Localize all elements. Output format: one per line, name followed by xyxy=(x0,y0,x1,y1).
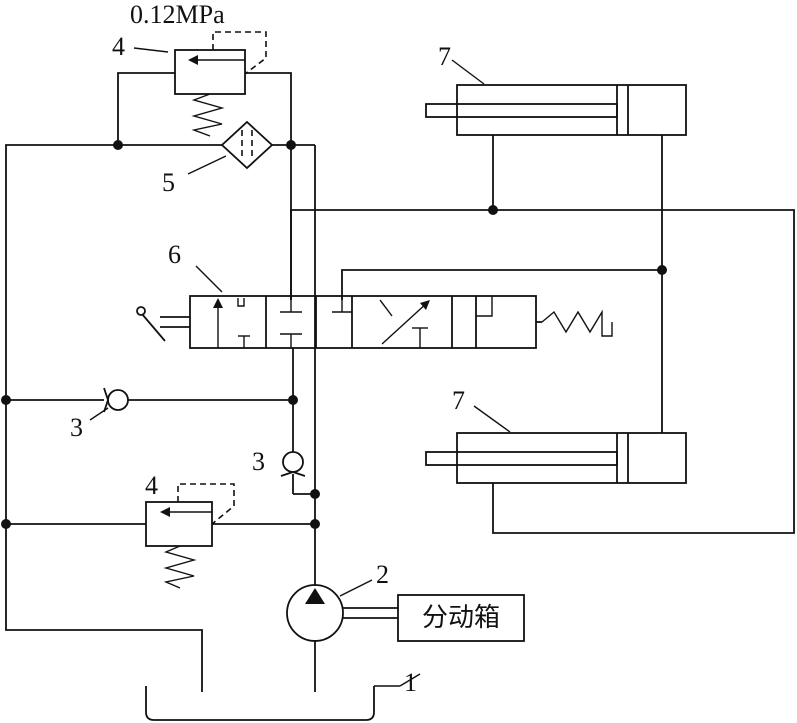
junction-dots xyxy=(1,140,667,529)
pipe-network xyxy=(5,72,795,692)
relief-valve-bottom xyxy=(145,483,235,589)
callout-directional-valve: 6 xyxy=(168,240,181,269)
pressure-label: 0.12MPa xyxy=(130,0,225,29)
callout-check-valve-left: 3 xyxy=(70,413,83,442)
gearbox-label: 分动箱 xyxy=(422,603,500,633)
callout-relief-valve-top: 4 xyxy=(112,32,125,61)
directional-valve xyxy=(136,265,613,349)
callout-pump: 2 xyxy=(376,560,389,589)
filter xyxy=(187,120,274,175)
relief-valve-top xyxy=(133,31,267,137)
check-valve-left xyxy=(89,387,129,421)
callout-check-valve-right: 3 xyxy=(252,447,265,476)
callout-filter: 5 xyxy=(162,168,175,197)
reservoir xyxy=(145,673,421,721)
gearbox: 分动箱 xyxy=(397,594,525,642)
callout-reservoir: 1 xyxy=(404,668,417,697)
pump xyxy=(286,579,398,642)
check-valve-right xyxy=(280,451,306,477)
cylinder-top xyxy=(425,59,687,136)
callout-cylinder-bottom: 7 xyxy=(452,386,465,415)
callout-relief-valve-bottom: 4 xyxy=(145,471,158,500)
callout-cylinder-top: 7 xyxy=(438,42,451,71)
cylinder-bottom xyxy=(425,405,687,484)
